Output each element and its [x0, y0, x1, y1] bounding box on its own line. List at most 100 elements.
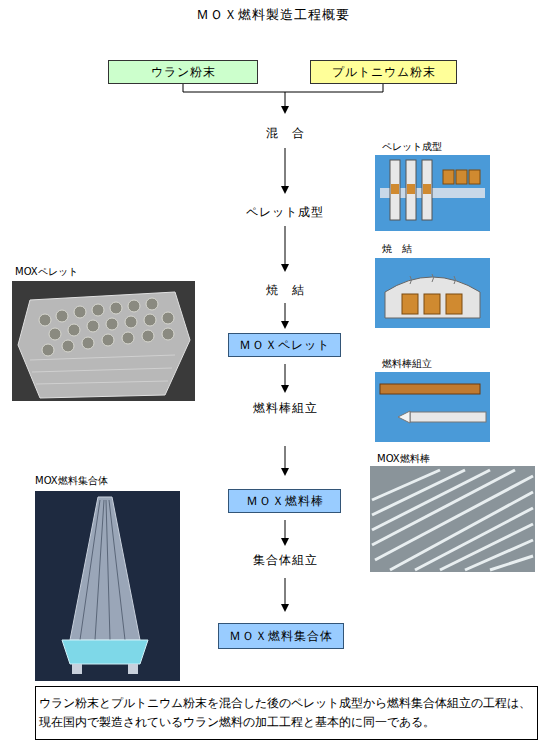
product-box: ＭＯＸ燃料棒: [228, 489, 341, 513]
pellet: [122, 332, 134, 344]
input-box: プルトニウム粉末: [310, 60, 457, 84]
basket: [18, 292, 190, 398]
arrow-head: [281, 468, 289, 476]
process-step: 焼 結: [264, 282, 307, 298]
rod: [490, 556, 533, 570]
pellet: [469, 170, 480, 184]
node-text: プルトニウム粉末: [332, 64, 436, 80]
heat-waves: [410, 274, 456, 284]
panel: [375, 372, 490, 442]
pellet: [62, 340, 74, 352]
punch: [406, 160, 416, 220]
fuel-rod-assembly-illustration: [375, 372, 490, 442]
rod: [390, 492, 533, 570]
rod-line: [95, 500, 104, 640]
process-step: 燃料棒組立: [251, 400, 320, 416]
rod-line: [106, 500, 110, 640]
pellet: [407, 184, 415, 194]
mesh-line: [36, 381, 168, 384]
title: ＭＯＸ燃料製造工程概要: [0, 6, 545, 24]
figure-caption: ペレット成型: [382, 140, 442, 154]
pellet-stack: [380, 384, 480, 394]
arrow-head: [281, 321, 289, 329]
figure-caption: 燃料棒組立: [382, 357, 432, 371]
arrow-head: [281, 186, 289, 194]
figure-caption: 焼 結: [382, 242, 412, 256]
flow-arrow: [285, 578, 286, 606]
flow-lines: [183, 84, 383, 606]
sintering-illustration: [375, 258, 490, 328]
rod-line: [109, 500, 125, 640]
pellet: [146, 298, 158, 310]
process-step: 混 合: [264, 125, 307, 141]
merge-line: [183, 84, 383, 92]
arrow-head: [281, 264, 289, 272]
pellet: [39, 314, 51, 326]
pellet: [68, 324, 80, 336]
punch: [422, 160, 432, 220]
basket-mesh: [30, 355, 175, 384]
product-box: ＭＯＸペレット: [228, 333, 341, 357]
furnace: [385, 277, 480, 318]
arrow-head: [281, 538, 289, 546]
rod: [372, 470, 465, 515]
nozzle-leg: [128, 664, 138, 674]
process-step: ペレット成型: [244, 204, 326, 220]
fuel-rod-photo: [370, 466, 535, 572]
photo-caption: MOXペレット: [15, 265, 78, 279]
pellet: [391, 184, 399, 194]
mesh-line: [32, 368, 172, 372]
photo-background: [370, 466, 535, 572]
pellet: [87, 320, 99, 332]
flow-arrow: [285, 364, 286, 387]
pellet: [144, 314, 156, 326]
pellet-molding-illustration: [375, 155, 490, 231]
pellet: [162, 328, 174, 340]
pellet: [423, 184, 431, 194]
pellet-photo: [12, 281, 195, 401]
punch: [390, 160, 400, 220]
pellet: [49, 328, 61, 340]
rod-line: [80, 500, 100, 640]
input-box: ウラン粉末: [108, 60, 258, 84]
pellet: [456, 170, 467, 184]
flow-arrow: [285, 303, 286, 323]
pellet: [42, 344, 54, 356]
node-text: ＭＯＸ燃料集合体: [229, 628, 333, 644]
pellet: [142, 330, 154, 342]
assembly: [70, 497, 140, 640]
arrow-head: [281, 604, 289, 612]
pellet: [106, 318, 118, 330]
photo-background: [35, 491, 180, 681]
photo-background: [12, 281, 195, 401]
pellets: [39, 298, 174, 356]
photo-caption: MOX燃料集合体: [35, 474, 108, 488]
note-box: ウラン粉末とプルトニウム粉末を混合した後のペレット成型から燃料集合体組立の工程は…: [35, 686, 538, 740]
rods: [372, 470, 533, 570]
cladding-tube: [410, 412, 486, 422]
pellet: [82, 337, 94, 349]
node-text: ウラン粉末とプルトニウム粉末を混合した後のペレット成型から燃料集合体組立の工程は…: [39, 694, 535, 732]
rod: [372, 470, 515, 545]
node-text: ＭＯＸペレット: [239, 337, 330, 353]
rod: [465, 540, 533, 570]
bottom-nozzle: [62, 640, 148, 664]
arrow-head: [281, 106, 289, 114]
mesh-line: [30, 355, 175, 360]
pellet: [402, 294, 418, 314]
pellet: [424, 294, 440, 314]
rod: [415, 508, 533, 570]
pellet: [162, 312, 174, 324]
pellet: [74, 306, 86, 318]
node-text: ウラン粉末: [151, 64, 216, 80]
flow-arrow: [285, 226, 286, 266]
pellet: [92, 304, 104, 316]
pellet: [128, 300, 140, 312]
process-step: 集合体組立: [251, 552, 320, 568]
pellet: [102, 334, 114, 346]
pellet: [446, 294, 462, 314]
rod: [375, 476, 533, 560]
nozzle-leg: [72, 664, 82, 674]
panel: [375, 258, 490, 328]
photo-caption: MOX燃料棒: [377, 452, 430, 466]
